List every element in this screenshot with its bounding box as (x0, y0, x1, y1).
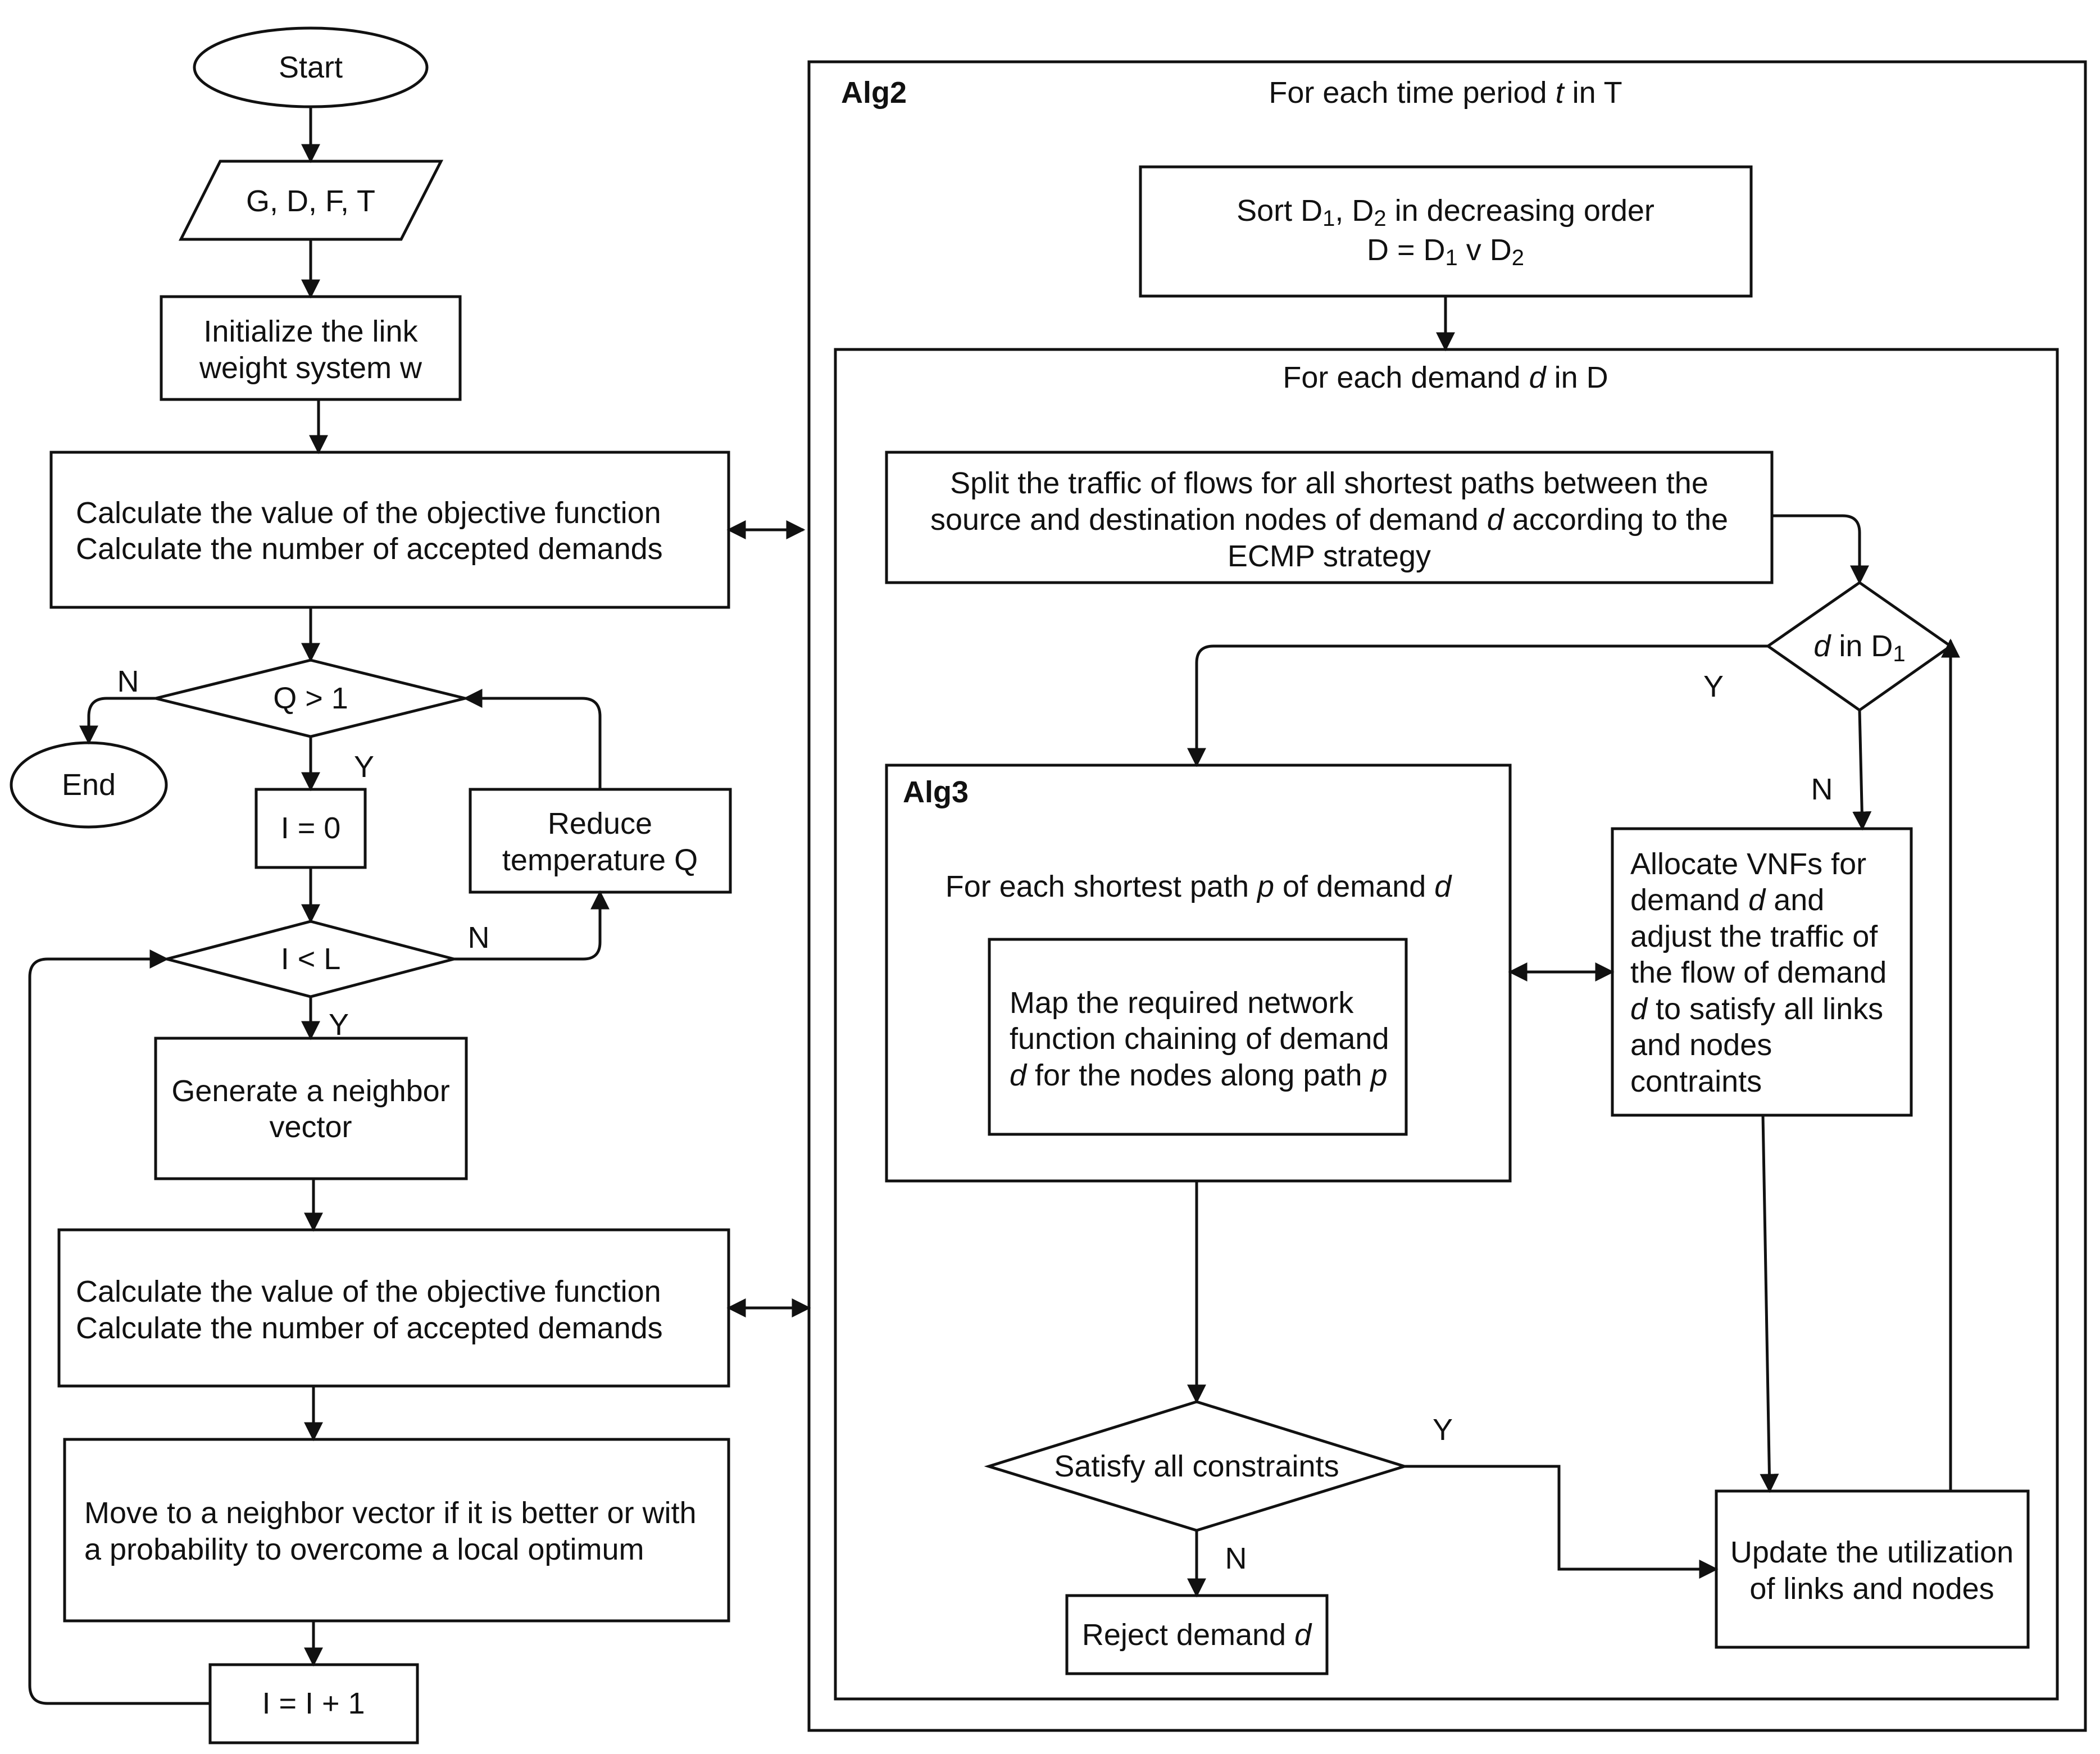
calc-objective-line1: Calculate the value of the objective fun… (76, 496, 661, 530)
d-in-d1-decision: d in D1 (1765, 580, 1953, 712)
alg2-frame: Alg2 For each time period t in T (807, 60, 2087, 1732)
satisfy-constraints-label: Satisfy all constraints (1054, 1449, 1339, 1483)
map-chaining-line1: Map the required network (1010, 986, 1354, 1020)
end-node: End (10, 741, 168, 829)
sat-yes-label: Y (1433, 1413, 1453, 1447)
q-test-decision: Q > 1 (155, 658, 466, 738)
reduce-temperature-node: Reduce temperature Q (469, 788, 732, 894)
alg2-header: For each time period t in T (1269, 76, 1622, 110)
edge-iinc-loop (28, 949, 210, 1705)
end-label: End (62, 768, 116, 802)
edge-split-dtest (1772, 514, 1869, 585)
split-traffic-line1: Split the traffic of flows for all short… (950, 466, 1708, 500)
generate-neighbor-node: Generate a neighbor vector (154, 1037, 468, 1180)
calc-objective-line2: Calculate the number of accepted demands (76, 532, 663, 566)
start-label: Start (279, 51, 343, 84)
allocate-vnf-line5: d to satisfy all links (1630, 992, 1883, 1026)
sort-demands-line1: Sort D1, D2 in decreasing order (1237, 194, 1654, 231)
i-no-label: N (468, 921, 490, 955)
alg2-label: Alg2 (841, 76, 907, 110)
allocate-vnf-line1: Allocate VNFs for (1630, 847, 1866, 881)
sort-demands-line2: D = D1 v D2 (1367, 233, 1524, 270)
i-zero-label: I = 0 (281, 811, 341, 845)
allocate-vnf-line3: adjust the traffic of (1630, 920, 1878, 953)
reject-demand-label: Reject demand d (1082, 1618, 1312, 1652)
i-yes-label: Y (329, 1008, 349, 1042)
generate-neighbor-line1: Generate a neighbor (171, 1074, 449, 1108)
init-weights-node: Initialize the link weight system w (160, 295, 462, 401)
split-traffic-node: Split the traffic of flows for all short… (885, 451, 1774, 584)
calc-objective-line2: Calculate the number of accepted demands (76, 1311, 663, 1345)
split-traffic-line3: ECMP strategy (1228, 539, 1431, 573)
update-utilization-line2: of links and nodes (1749, 1572, 1994, 1606)
allocate-vnf-line6: and nodes (1630, 1028, 1772, 1062)
i-test-decision: I < L (161, 920, 460, 998)
d-yes-label: Y (1703, 670, 1724, 703)
generate-neighbor-line2: vector (269, 1110, 352, 1144)
left-edge-labels: N Y N Y (117, 665, 490, 1042)
i-test-label: I < L (281, 942, 341, 976)
alg2-edge-labels: Y N Y N (1225, 670, 1833, 1575)
reduce-temperature-line1: Reduce (548, 807, 652, 840)
sat-no-label: N (1225, 1542, 1247, 1575)
edge-dtest-allocate (1852, 710, 1872, 831)
calc-objective-node-2: Calculate the value of the objective fun… (57, 1228, 730, 1388)
move-neighbor-line1: Move to a neighbor vector if it is bette… (84, 1496, 697, 1530)
allocate-vnf-line4: the flow of demand (1630, 956, 1887, 989)
satisfy-constraints-decision: Satisfy all constraints (984, 1400, 1410, 1532)
edge-satisfy-update (1404, 1465, 1719, 1579)
update-utilization-line1: Update the utilization (1730, 1535, 2013, 1569)
q-test-label: Q > 1 (273, 681, 348, 715)
i-zero-node: I = 0 (254, 788, 367, 869)
map-chaining-line2: function chaining of demand (1010, 1022, 1389, 1056)
update-utilization-node: Update the utilization of links and node… (1715, 1489, 2030, 1649)
input-label: G, D, F, T (246, 184, 375, 218)
edge-itest-reduce (454, 890, 610, 961)
calc-objective-line1: Calculate the value of the objective fun… (76, 1275, 661, 1308)
alg3-label: Alg3 (903, 775, 969, 809)
i-increment-label: I = I + 1 (262, 1687, 365, 1720)
alg3-header: For each shortest path p of demand d (946, 870, 1453, 903)
edge-allocate-update (1760, 1115, 1779, 1493)
i-increment-node: I = I + 1 (208, 1663, 419, 1744)
reduce-temperature-line2: temperature Q (502, 843, 698, 877)
map-chaining-line3: d for the nodes along path p (1010, 1058, 1388, 1092)
alg3-frame: Alg3 For each shortest path p of demand … (885, 764, 1512, 1183)
alg2-edges (1187, 296, 1960, 1598)
start-node: Start (193, 26, 429, 108)
demand-loop-header: For each demand d in D (1283, 361, 1608, 394)
edge-reduce-qtest (463, 689, 602, 789)
allocate-vnf-line7: contraints (1630, 1065, 1762, 1098)
d-in-d1-label: d in D1 (1813, 629, 1905, 666)
sort-demands-node: Sort D1, D2 in decreasing order D = D1 v… (1139, 165, 1753, 298)
q-yes-label: Y (354, 750, 374, 784)
input-node: G, D, F, T (178, 160, 444, 241)
map-chaining-node: Map the required network function chaini… (988, 938, 1408, 1136)
split-traffic-line2: source and destination nodes of demand d… (930, 503, 1728, 537)
q-no-label: N (117, 665, 139, 698)
left-flow-edges (28, 107, 811, 1705)
reject-demand-node: Reject demand d (1065, 1594, 1329, 1675)
init-weights-line1: Initialize the link (203, 315, 418, 348)
edge-qtest-end (79, 697, 156, 745)
calc-objective-node-1: Calculate the value of the objective fun… (49, 451, 730, 609)
d-no-label: N (1811, 773, 1833, 806)
init-weights-line2: weight system w (199, 351, 422, 385)
move-neighbor-line2: a probability to overcome a local optimu… (84, 1533, 644, 1566)
edge-dtest-alg3 (1187, 644, 1768, 767)
allocate-vnf-node: Allocate VNFs for demand d and adjust th… (1611, 827, 1913, 1117)
move-neighbor-node: Move to a neighbor vector if it is bette… (63, 1438, 730, 1623)
allocate-vnf-line2: demand d and (1630, 883, 1824, 917)
